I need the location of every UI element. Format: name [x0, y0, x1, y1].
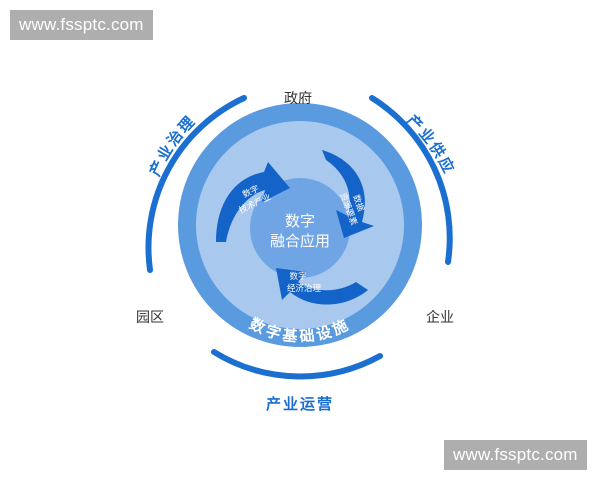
node-enterprise: 企业	[426, 309, 454, 326]
node-park: 园区	[136, 310, 164, 326]
node-government: 政府	[284, 91, 312, 107]
arrow-economy-line1: 数字	[289, 271, 306, 282]
arrow-data-resources: 数据 资源要素	[322, 150, 374, 238]
arc-industry-supply	[369, 95, 453, 265]
arc-industry-operation	[211, 349, 383, 380]
label-industry-governance: 产业治理	[146, 112, 200, 179]
arrow-economy-governance: 数字 经济治理	[276, 268, 368, 305]
core-circle	[250, 178, 350, 278]
watermark-top: www.fssptc.com	[10, 10, 153, 40]
watermark-bottom: www.fssptc.com	[444, 440, 587, 470]
core-line1: 数字	[285, 212, 315, 230]
arc-industry-governance	[145, 95, 247, 273]
arrow-economy-line2: 经济治理	[287, 283, 322, 294]
core-line2: 融合应用	[270, 232, 330, 250]
label-industry-operation: 产业运营	[266, 395, 334, 413]
